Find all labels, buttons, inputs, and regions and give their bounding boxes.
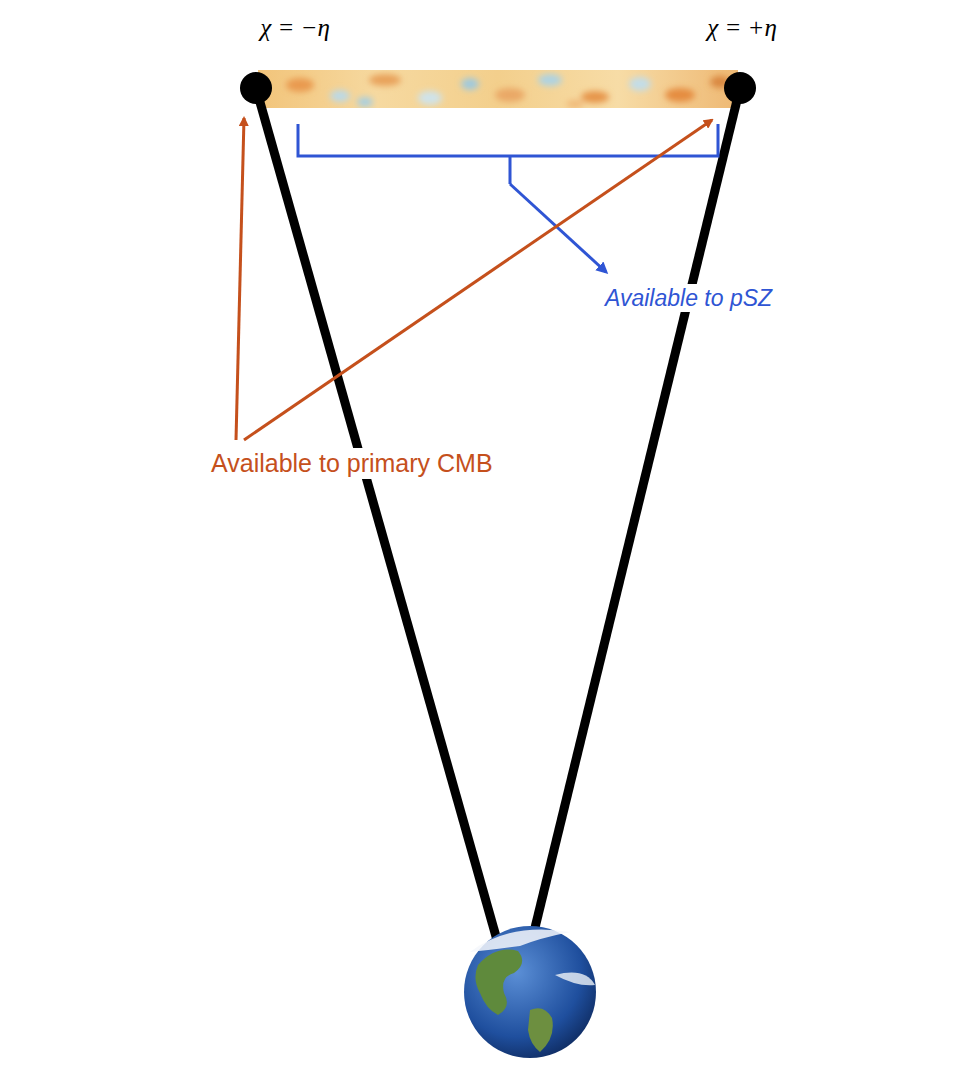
axis-label: χ = +η: [707, 14, 777, 43]
annotation-label: Available to pSZ: [602, 284, 775, 312]
annotation-label: Available to primary CMB: [208, 448, 496, 479]
cmb-strip: [258, 70, 738, 108]
light-cone-line: [532, 88, 740, 940]
leader-arrow: [244, 120, 712, 440]
endpoint-dot: [240, 72, 272, 104]
earth-symbol: [464, 926, 596, 1058]
leader-arrow: [236, 118, 244, 440]
endpoint-dot: [724, 72, 756, 104]
leader-arrow: [510, 184, 606, 272]
axis-label: χ = −η: [260, 14, 330, 43]
light-cone-line: [256, 88, 497, 940]
bracket: [298, 124, 718, 184]
